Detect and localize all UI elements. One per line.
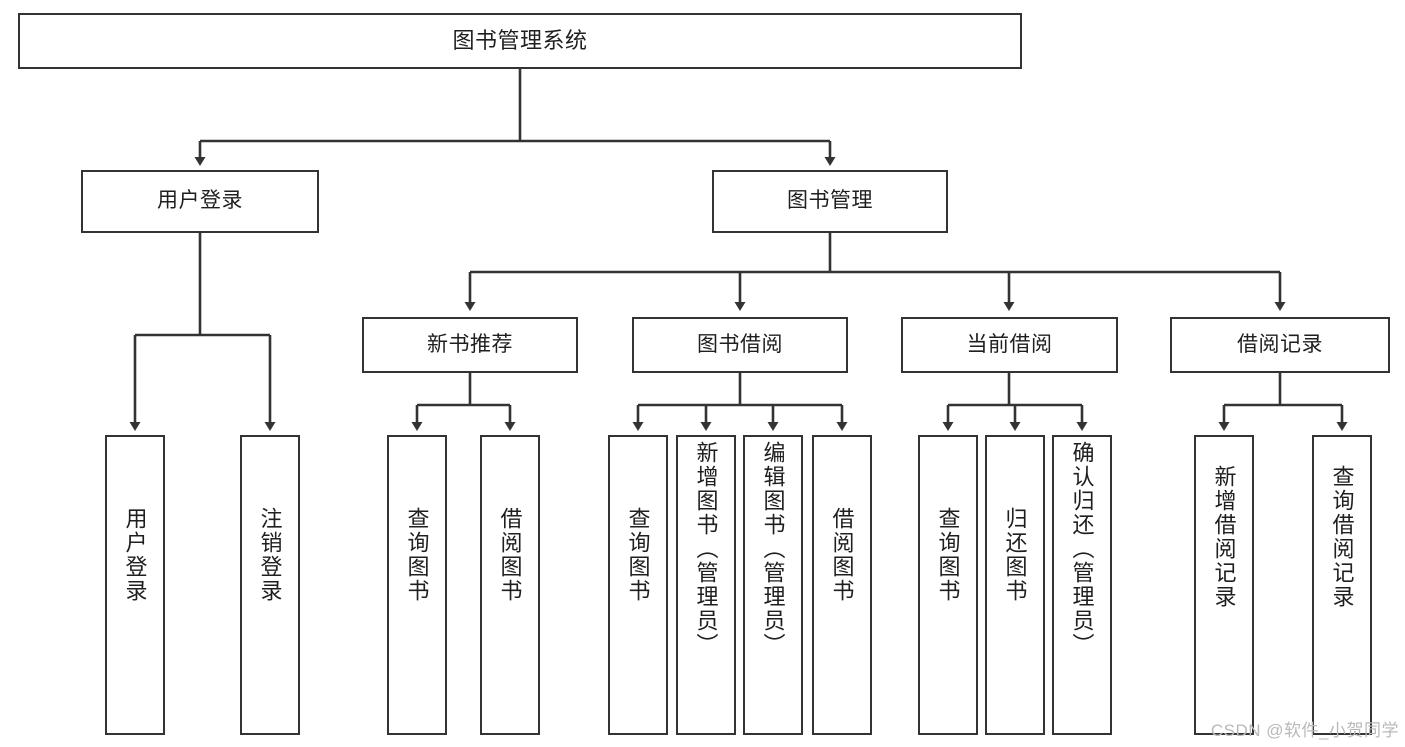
node-current-borrow[interactable]: 当前借阅	[901, 317, 1118, 373]
leaf-query-book-3-label: 查询图书	[935, 507, 961, 603]
node-borrow-record[interactable]: 借阅记录	[1170, 317, 1390, 373]
leaf-borrow-book-2-label: 借阅图书	[829, 507, 855, 603]
csdn-watermark: CSDN @软件_小贺同学	[1210, 721, 1399, 740]
node-new-book-recommend[interactable]: 新书推荐	[362, 317, 578, 373]
leaf-return-book-label: 归还图书	[1002, 507, 1028, 603]
node-current-borrow-label: 当前借阅	[966, 332, 1053, 356]
leaf-user-login-label: 用户登录	[122, 507, 148, 603]
leaf-logout-login[interactable]: 注销登录	[240, 435, 300, 735]
node-new-book-recommend-label: 新书推荐	[427, 332, 513, 356]
leaf-query-book-2[interactable]: 查询图书	[608, 435, 668, 735]
leaf-add-record-label: 新增借阅记录	[1211, 465, 1237, 609]
node-user-login[interactable]: 用户登录	[81, 170, 319, 233]
leaf-add-book-label: 新增图书（管理员）	[693, 441, 719, 657]
leaf-logout-login-label: 注销登录	[257, 507, 283, 603]
leaf-borrow-book-1[interactable]: 借阅图书	[480, 435, 540, 735]
leaf-query-record-label: 查询借阅记录	[1329, 465, 1355, 609]
leaf-borrow-book-1-label: 借阅图书	[497, 507, 523, 603]
leaf-query-book-3[interactable]: 查询图书	[918, 435, 978, 735]
leaf-query-record[interactable]: 查询借阅记录	[1312, 435, 1372, 735]
leaf-query-book-2-label: 查询图书	[625, 507, 651, 603]
leaf-borrow-book-2[interactable]: 借阅图书	[812, 435, 872, 735]
node-root[interactable]: 图书管理系统	[18, 13, 1022, 69]
leaf-add-record[interactable]: 新增借阅记录	[1194, 435, 1254, 735]
leaf-add-book[interactable]: 新增图书（管理员）	[676, 435, 736, 735]
leaf-edit-book-label: 编辑图书（管理员）	[760, 441, 786, 657]
leaf-confirm-return-label: 确认归还（管理员）	[1069, 441, 1095, 657]
node-book-borrow[interactable]: 图书借阅	[632, 317, 848, 373]
node-user-login-label: 用户登录	[157, 189, 243, 213]
leaf-confirm-return[interactable]: 确认归还（管理员）	[1052, 435, 1112, 735]
node-book-manage-label: 图书管理	[787, 189, 873, 213]
node-root-label: 图书管理系统	[452, 28, 588, 54]
leaf-user-login[interactable]: 用户登录	[105, 435, 165, 735]
node-borrow-record-label: 借阅记录	[1237, 332, 1323, 356]
node-book-manage[interactable]: 图书管理	[712, 170, 948, 233]
leaf-query-book-1-label: 查询图书	[404, 507, 430, 603]
node-book-borrow-label: 图书借阅	[697, 332, 783, 356]
leaf-return-book[interactable]: 归还图书	[985, 435, 1045, 735]
leaf-edit-book[interactable]: 编辑图书（管理员）	[743, 435, 803, 735]
leaf-query-book-1[interactable]: 查询图书	[387, 435, 447, 735]
